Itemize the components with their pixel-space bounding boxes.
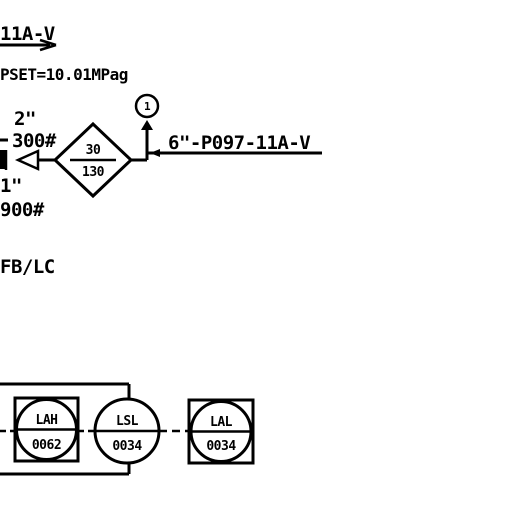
reducer-symbol [14,149,40,171]
vent-flow-arrow-icon [150,149,160,157]
flange-block [0,150,6,169]
instrument-lah: LAH 0062 [13,396,80,463]
lal-function: LAL [210,415,233,430]
diamond-bottom-value: 130 [82,165,105,180]
instrument-lal: LAL 0034 [187,398,255,465]
set-pressure-label: PSET=10.01MPag [0,65,128,84]
lal-tag: 0034 [206,439,236,454]
lah-circle [15,398,78,461]
outlet-rating-label: 900# [0,199,45,221]
note-balloon [134,93,160,119]
lah-tag: 0062 [32,438,61,453]
riser-arrow-icon [141,120,153,130]
outlet-size-label: 1" [0,175,22,197]
lah-function: LAH [36,413,58,428]
flow-arrow-head-upper [39,38,57,47]
lsl-function: LSL [116,414,139,429]
diamond-tag [52,121,134,199]
vent-line-label: 6"-P097-11A-V [168,132,310,154]
flow-arrow-head-lower [39,43,57,52]
diamond-top-value: 30 [86,143,101,158]
note-balloon-number: 1 [144,100,151,113]
inlet-size-label: 2" [14,108,36,130]
valve-status-label: FB/LC [0,256,55,278]
inlet-rating-label: 300# [12,130,57,152]
lsl-tag: 0034 [112,439,142,454]
instrument-lsl: LSL 0034 [93,397,161,465]
